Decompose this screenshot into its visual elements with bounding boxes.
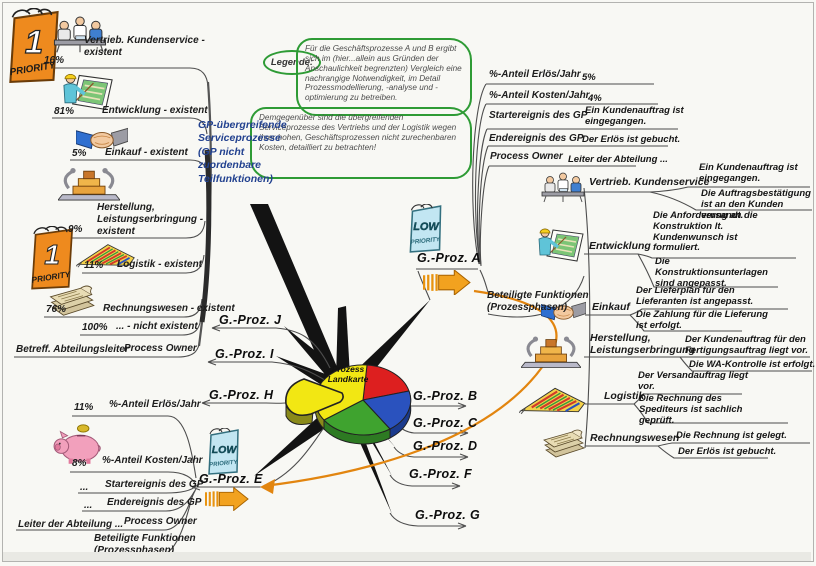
owner-value[interactable]: Betreff. Abteilungsleiter (16, 344, 129, 355)
paper-stack-icon (543, 429, 585, 458)
percent-value[interactable]: 16% (44, 55, 65, 66)
attribute-value[interactable]: 4% (588, 93, 602, 104)
percent-value[interactable]: 81% (54, 106, 75, 117)
percent-value[interactable]: 11% (84, 260, 104, 271)
low-priority-icon (409, 204, 442, 253)
function-node[interactable]: Logistik (604, 390, 645, 402)
attribute-row[interactable]: Endereignis des GP (107, 497, 202, 508)
event-text[interactable]: Der Erlös ist gebucht. (678, 446, 777, 457)
branch-lines (14, 67, 812, 560)
event-text[interactable]: Der Kundenauftrag für den Fertigungsauft… (685, 334, 808, 356)
attribute-value[interactable]: Der Erlös ist gebucht. (582, 134, 681, 145)
bottom-margin (3, 552, 811, 561)
attribute-row[interactable]: %-Anteil Erlös/Jahr (489, 69, 581, 80)
attribute-row[interactable]: %-Anteil Kosten/Jahr (102, 455, 203, 466)
attribute-row[interactable]: Process Owner (490, 151, 563, 162)
function-row[interactable]: Logistik - existent (117, 259, 203, 270)
node-g-proz-h[interactable]: G.-Proz. H (209, 388, 274, 402)
legend-note-1[interactable]: Für die Geschäftsprozesse A und B ergibt… (296, 38, 472, 116)
function-node[interactable]: Einkauf (592, 301, 630, 313)
percent-value[interactable]: 8% (72, 458, 87, 469)
attribute-row[interactable]: Endereignis des GP (489, 133, 584, 144)
attribute-row[interactable]: Beteiligte Funktionen (Prozessphasen) (94, 533, 196, 556)
event-text[interactable]: Der Versandauftrag liegt vor. (638, 370, 748, 392)
node-g-proz-g[interactable]: G.-Proz. G (415, 508, 481, 522)
node-g-proz-e[interactable]: G.-Proz. E (199, 472, 263, 486)
event-text[interactable]: Die Anforderung an die Konstruktion lt. … (653, 210, 758, 254)
event-text[interactable]: Die Konstruktionsunterlagen sind angepas… (655, 256, 768, 289)
event-text[interactable]: Die Zahlung für die Lieferung ist erfolg… (636, 309, 768, 331)
event-text[interactable]: Die Auftragsbestätigung ist an den Kunde… (701, 188, 811, 221)
function-row[interactable]: Entwicklung - existent (102, 105, 208, 116)
percent-value[interactable]: 76% (46, 304, 67, 315)
phases-label[interactable]: Beteiligte Funktionen (Prozessphasen) (487, 290, 589, 313)
attribute-row[interactable]: Process Owner (124, 516, 197, 527)
attribute-value[interactable]: 5% (582, 72, 596, 83)
production-line-icon (521, 334, 581, 370)
percent-value[interactable]: 100% (82, 322, 108, 333)
node-g-proz-j[interactable]: G.-Proz. J (219, 313, 282, 327)
function-node[interactable]: Herstellung, Leistungserbringung (590, 332, 695, 356)
attribute-row[interactable]: Startereignis des GP (489, 110, 588, 121)
event-text[interactable]: Der Lieferplan für den Lieferanten ist a… (636, 285, 754, 307)
dots-value[interactable]: ... (84, 500, 93, 511)
function-row[interactable]: Einkauf - existent (105, 147, 188, 158)
function-row[interactable]: Process Owner (124, 343, 197, 354)
function-row[interactable]: Vertrieb. Kundenservice - existent (84, 35, 205, 58)
owner-value[interactable]: Leiter der Abteilung ... (18, 519, 124, 530)
topic-serviceprozesse[interactable]: GP-übergreifende Serviceprozesse (GP nic… (198, 119, 287, 185)
function-row[interactable]: Herstellung, Leistungserbringung - exist… (97, 202, 204, 237)
attribute-value[interactable]: Ein Kundenauftrag ist eingegangen. (585, 105, 684, 127)
function-node[interactable]: Entwicklung (589, 240, 651, 252)
percent-value[interactable]: 11% (74, 402, 94, 413)
event-text[interactable]: Ein Kundenauftrag ist eingegangen. (699, 162, 798, 184)
handshake-icon (76, 127, 128, 150)
attribute-row[interactable]: %-Anteil Erlös/Jahr (109, 399, 201, 410)
percent-value[interactable]: 5% (72, 148, 87, 159)
center-branch-spikes (250, 204, 430, 514)
freight-icon (519, 387, 586, 415)
legend-note-2[interactable]: Demgegenüber sind die übergreifenden Ser… (250, 107, 472, 179)
node-g-proz-i[interactable]: G.-Proz. I (215, 347, 274, 361)
function-row[interactable]: ... - nicht existent (116, 321, 198, 332)
production-line-icon (58, 166, 120, 202)
event-text[interactable]: Die Rechnung des Spediteurs ist sachlich… (639, 393, 743, 426)
function-node[interactable]: Rechnungswesen (590, 432, 680, 444)
dots-value[interactable]: ... (80, 482, 89, 493)
drafting-board-icon (537, 227, 585, 263)
meeting-icon (541, 172, 585, 203)
orange-arrow-icon (423, 270, 471, 295)
legend-title[interactable]: Legende: (263, 50, 321, 75)
node-g-proz-c[interactable]: G.-Proz. C (413, 416, 478, 430)
event-text[interactable]: Die Rechnung ist gelegt. (676, 430, 787, 441)
low-priority-icon (208, 428, 240, 475)
attribute-row[interactable]: Startereignis des GP (105, 479, 204, 490)
attribute-row[interactable]: %-Anteil Kosten/Jahr (489, 90, 590, 101)
node-g-proz-b[interactable]: G.-Proz. B (413, 389, 478, 403)
attribute-value[interactable]: Leiter der Abteilung ... (568, 154, 668, 165)
orange-arrow-icon (205, 487, 249, 511)
function-row[interactable]: Rechnungswesen - existent (103, 303, 235, 314)
percent-value[interactable]: 9% (68, 224, 83, 235)
node-g-proz-f[interactable]: G.-Proz. F (409, 467, 473, 481)
priority-1-icon (7, 8, 59, 83)
relationship-arrow[interactable] (260, 289, 558, 494)
function-node[interactable]: Vertrieb. Kundenservice (589, 176, 710, 188)
priority-1-icon (30, 226, 74, 290)
event-text[interactable]: Die WA-Kontrolle ist erfolgt. (689, 359, 816, 370)
pie-chart[interactable] (285, 364, 412, 445)
node-g-proz-d[interactable]: G.-Proz. D (413, 439, 478, 453)
central-topic-title[interactable]: Prozess Landkarte (327, 364, 369, 384)
node-g-proz-a[interactable]: G.-Proz. A (417, 251, 481, 265)
